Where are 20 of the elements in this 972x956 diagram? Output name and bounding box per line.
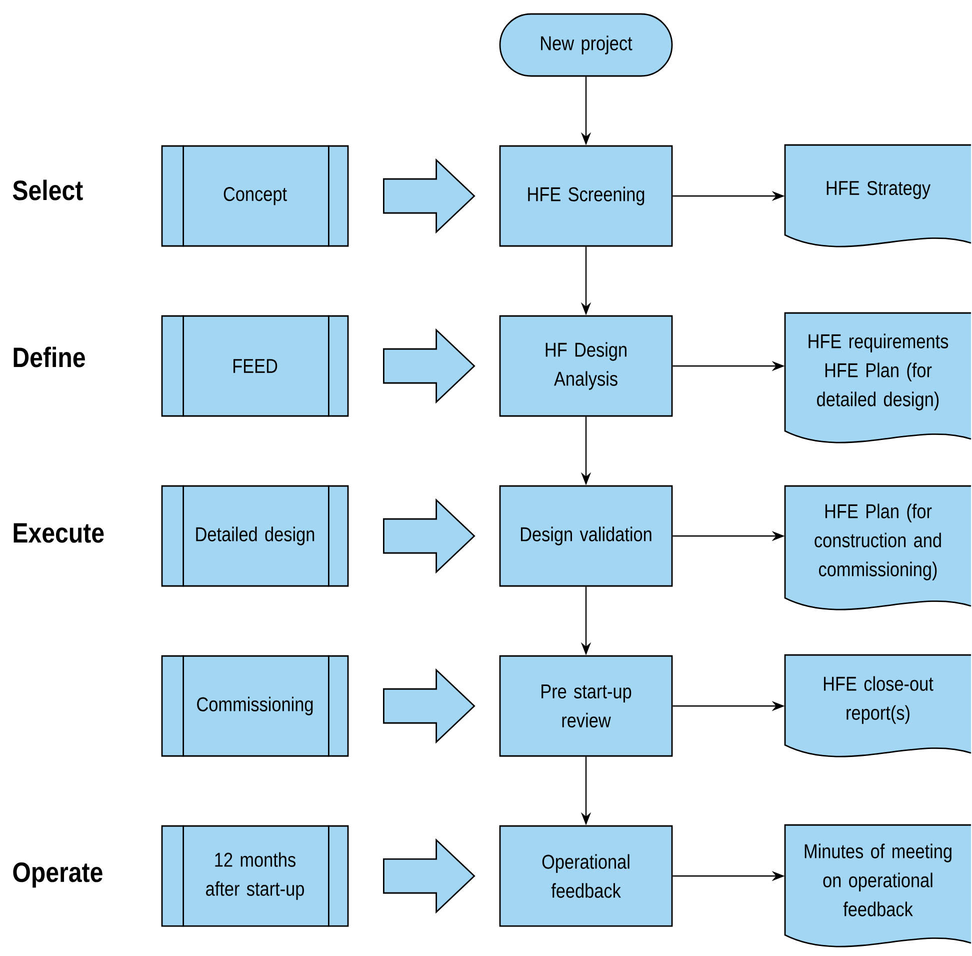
- block-arrow: [383, 158, 476, 234]
- predefined-process-box: Concept: [161, 145, 349, 247]
- process-box: HFE Screening: [499, 145, 673, 247]
- row-label: Execute: [14, 523, 104, 543]
- row-label: Define: [14, 346, 85, 368]
- row-label: Select: [12, 180, 83, 200]
- process-box: Design validation: [499, 485, 673, 587]
- block-arrow: [383, 668, 476, 744]
- process-box: HF Design Analysis: [499, 315, 673, 417]
- predefined-process-box: FEED: [161, 315, 349, 417]
- predefined-process-box: Detailed design: [161, 485, 349, 587]
- block-arrow: [383, 328, 476, 404]
- block-arrow: [383, 498, 476, 574]
- process-box: Pre start-up review: [499, 655, 673, 757]
- predefined-process-box: 12 months after start-up: [161, 825, 349, 927]
- block-arrow: [383, 838, 476, 914]
- process-box: Operational feedback: [499, 825, 673, 927]
- row-label: Operate: [13, 862, 102, 888]
- predefined-process-box: Commissioning: [161, 655, 349, 757]
- terminator-box: New project: [499, 13, 673, 77]
